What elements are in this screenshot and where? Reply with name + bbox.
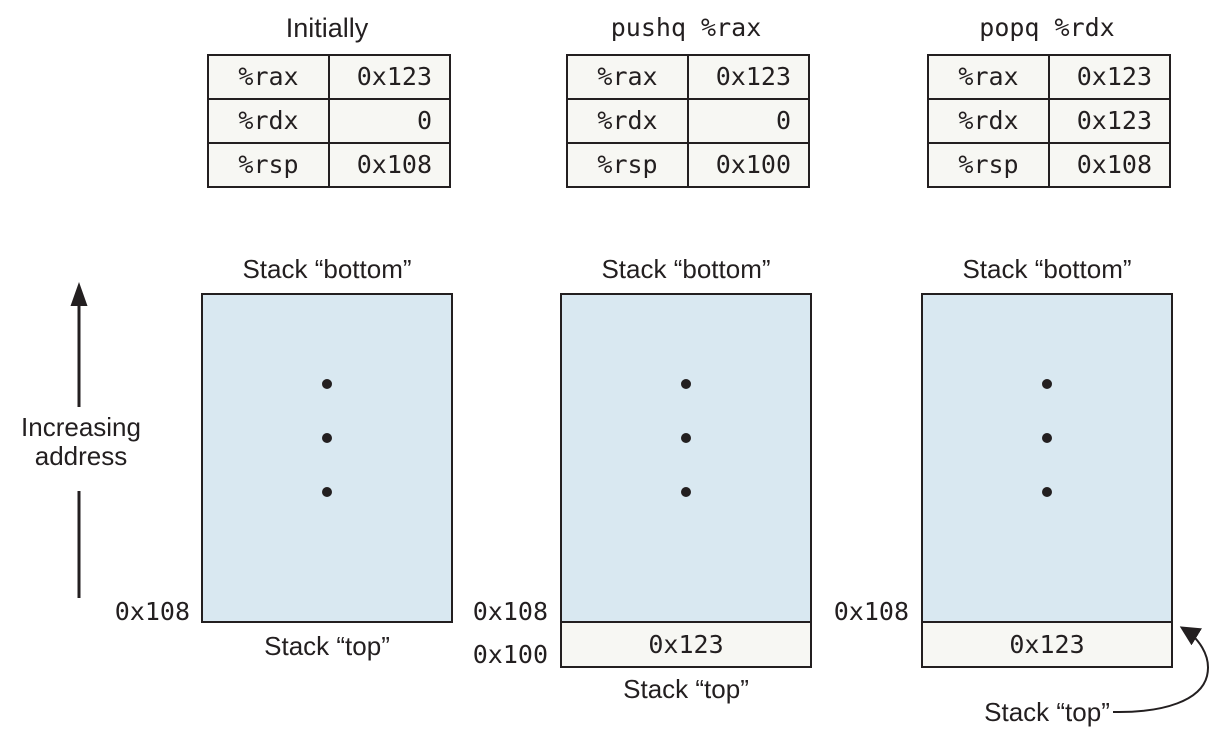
register-row-rsp: %rsp 0x100 [568,144,808,186]
register-name: %rsp [568,144,689,186]
register-value: 0x123 [715,62,791,91]
panel-title-popq: popq %rdx [979,13,1115,42]
register-table-initially: %rax 0x123 %rdx 0 %rsp 0x108 [207,54,451,188]
axis-label-line2: address [34,441,128,471]
register-row-rdx: %rdx 0x123 [929,100,1169,144]
register-name: %rax [568,56,689,98]
register-table-popq: %rax 0x123 %rdx 0x123 %rsp 0x108 [927,54,1171,188]
ellipsis-dot [1042,379,1052,389]
popped-value-cell: 0x123 [921,621,1173,668]
address-label-0x108: 0x108 [833,597,909,626]
ellipsis-dot [322,379,332,389]
register-name: %rax [929,56,1050,98]
register-value: 0x100 [715,150,791,179]
register-row-rdx: %rdx 0 [568,100,808,144]
stack-box-pushq [560,293,812,623]
stack-box-popq [921,293,1173,623]
register-name: %rdx [568,100,689,142]
register-row-rax: %rax 0x123 [929,56,1169,100]
register-row-rsp: %rsp 0x108 [209,144,449,186]
register-row-rdx: %rdx 0 [209,100,449,144]
stack-bottom-label: Stack “bottom” [601,254,771,284]
ellipsis-dot [1042,487,1052,497]
stack-box-initially [201,293,453,623]
address-label-0x100: 0x100 [472,640,548,669]
address-label-0x108: 0x108 [114,597,190,626]
axis-label-line1: Increasing [21,412,141,442]
stack-top-label: Stack “top” [264,631,390,661]
register-value: 0x108 [1076,150,1152,179]
register-name: %rdx [929,100,1050,142]
ellipsis-dot [322,487,332,497]
pushed-value-cell: 0x123 [560,621,812,668]
register-row-rax: %rax 0x123 [209,56,449,100]
address-label-0x108: 0x108 [472,597,548,626]
ellipsis-dot [322,433,332,443]
ellipsis-dot [1042,433,1052,443]
ellipsis-dot [681,379,691,389]
stack-bottom-label: Stack “bottom” [242,254,412,284]
stack-top-label: Stack “top” [623,674,749,704]
register-value: 0x123 [1076,62,1152,91]
register-name: %rsp [929,144,1050,186]
register-value: 0 [416,106,432,135]
register-value: 0x108 [356,150,432,179]
register-name: %rsp [209,144,330,186]
register-name: %rdx [209,100,330,142]
register-row-rsp: %rsp 0x108 [929,144,1169,186]
increasing-address-label: Increasing address [1,413,161,471]
register-table-pushq: %rax 0x123 %rdx 0 %rsp 0x100 [566,54,810,188]
ellipsis-dot [681,433,691,443]
register-value: 0x123 [1076,106,1152,135]
stack-top-label: Stack “top” [984,697,1110,727]
register-row-rax: %rax 0x123 [568,56,808,100]
register-value: 0 [775,106,791,135]
register-value: 0x123 [356,62,432,91]
panel-title-initially: Initially [285,13,369,43]
stack-bottom-label: Stack “bottom” [962,254,1132,284]
register-name: %rax [209,56,330,98]
ellipsis-dot [681,487,691,497]
panel-title-pushq: pushq %rax [610,13,762,42]
